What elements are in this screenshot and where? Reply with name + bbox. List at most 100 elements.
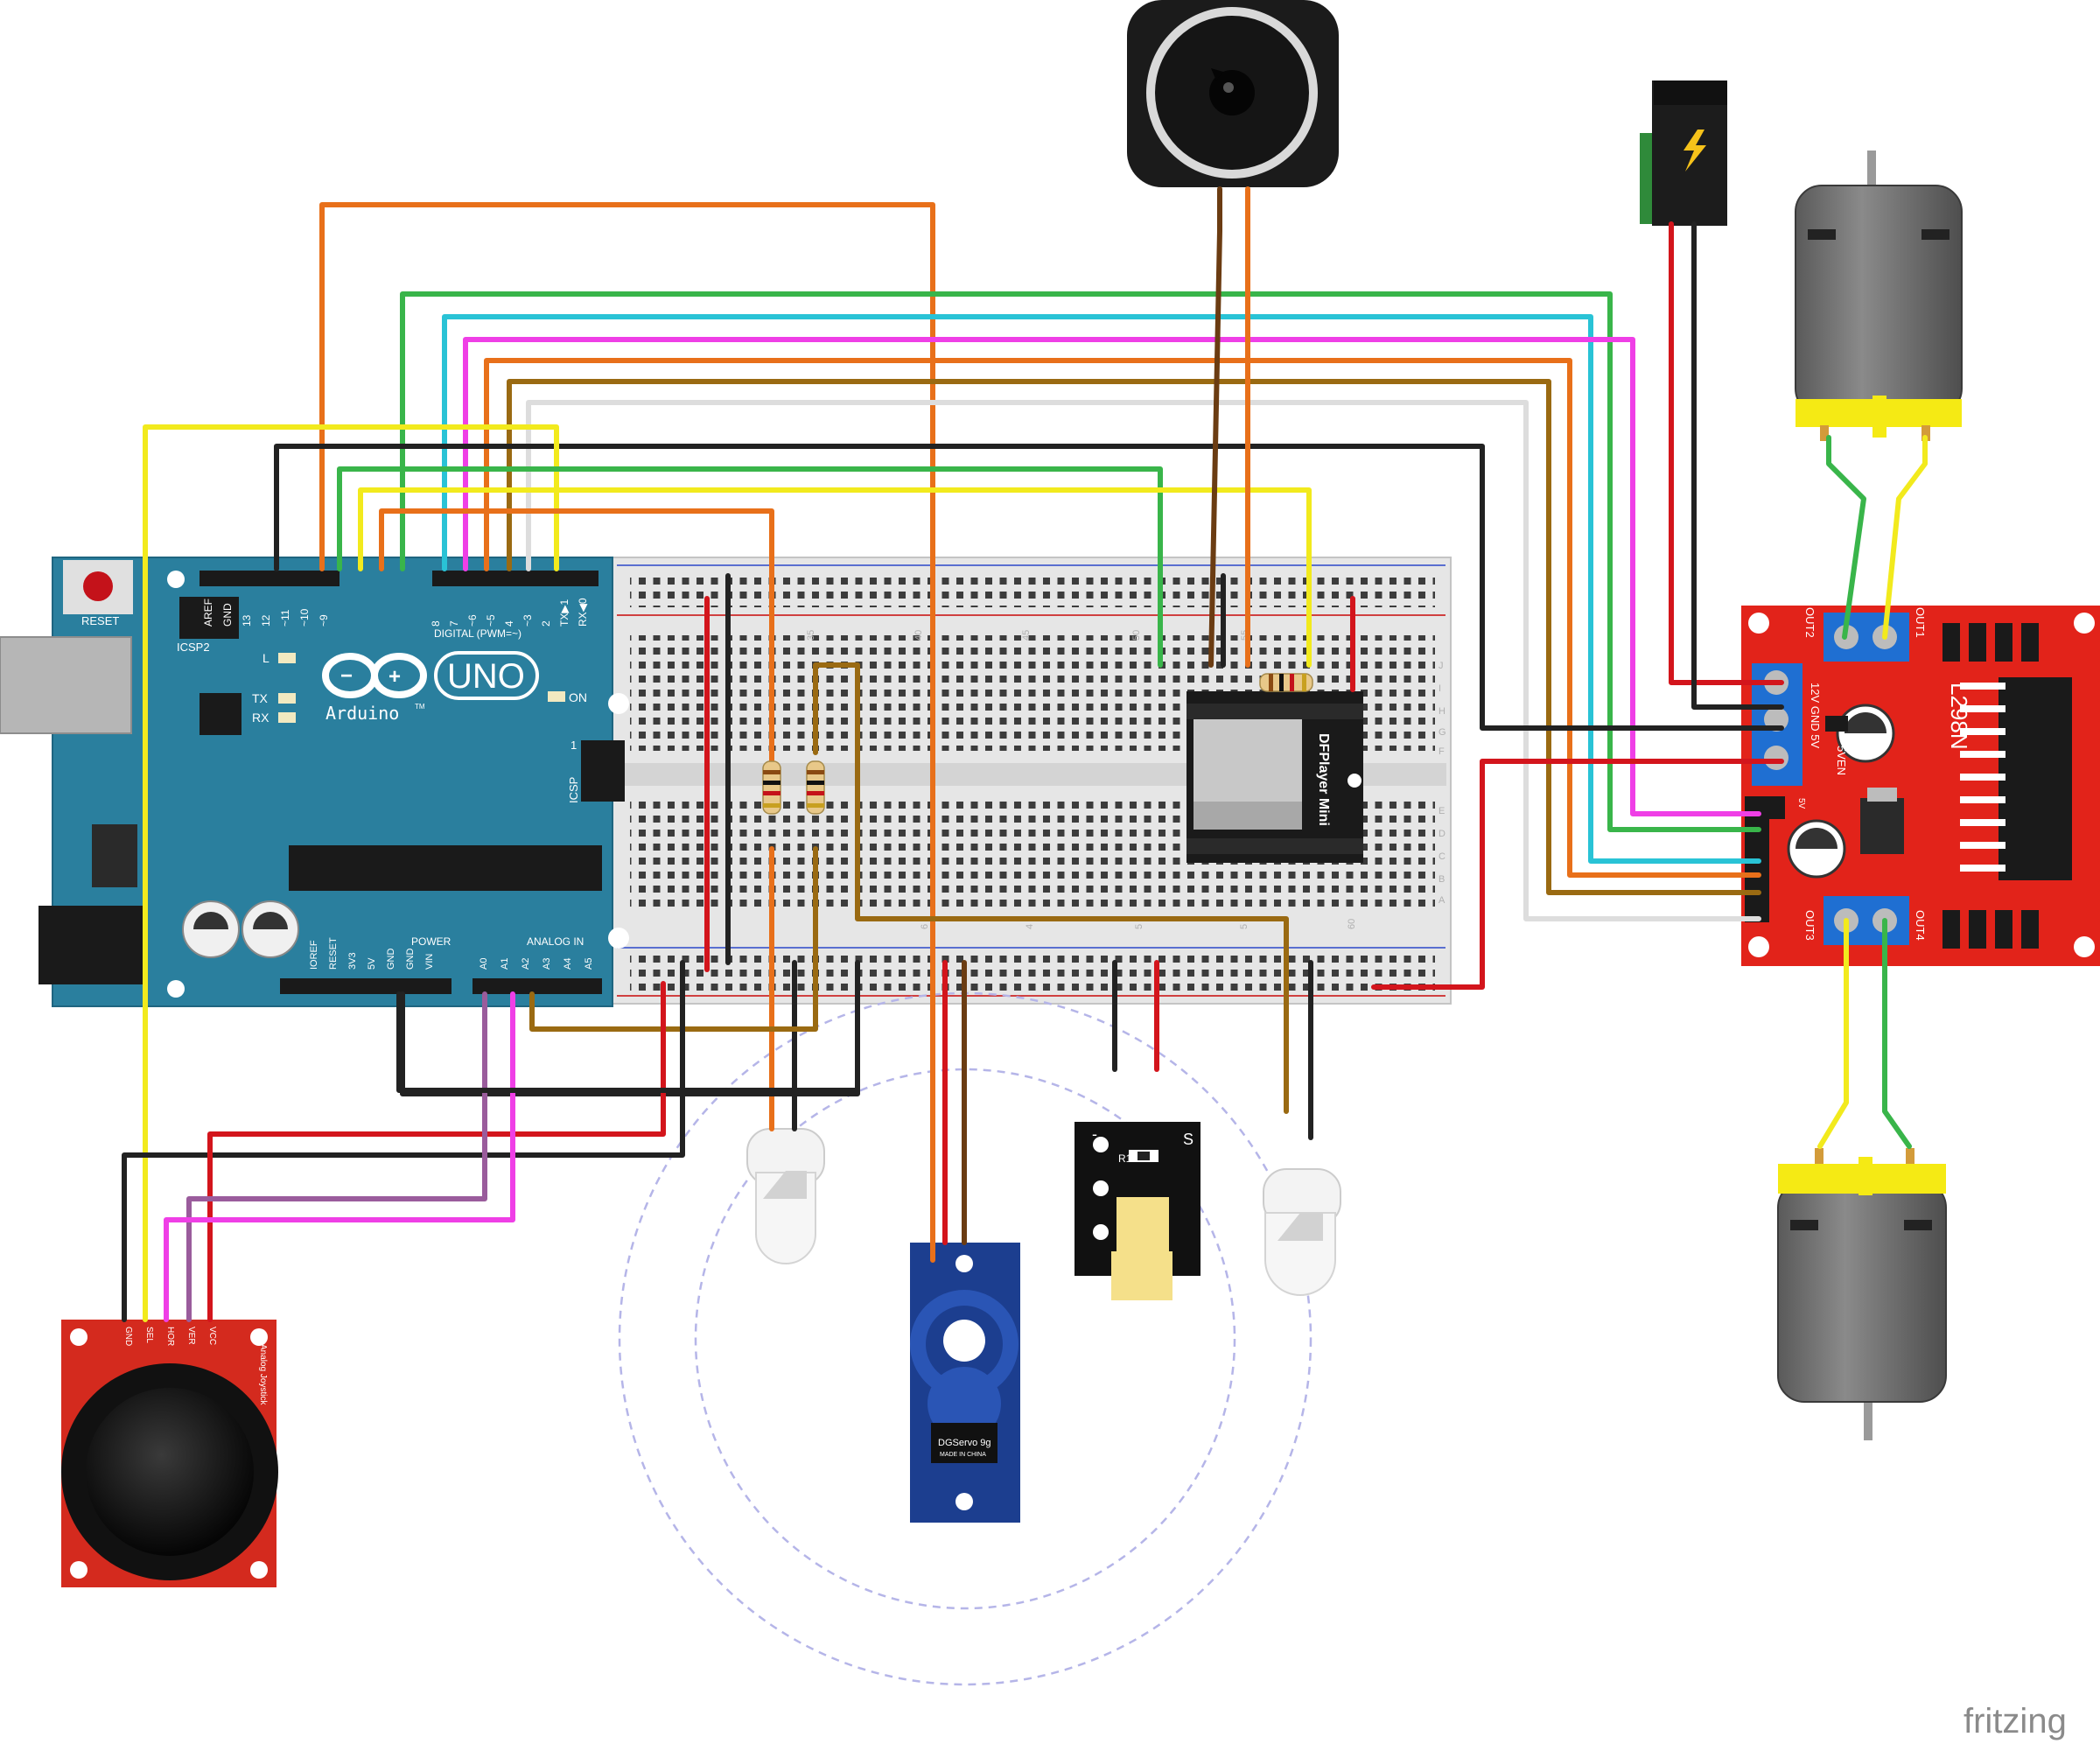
wire-motor-top-yellow [1882,435,1928,640]
resistor-1 [762,760,781,815]
icsp-header: 1 ICSP [567,739,625,803]
joystick-title: Analog Joystick [258,1344,268,1405]
bottom-number-2: 5 [1134,924,1144,929]
joystick-pin-label: SEL [144,1327,154,1343]
wire-joy-gnd [122,960,685,1322]
l298n-driver: L298N OUT1 OUT2 OUT3 OUT4 12V GND 5V 5VE… [1741,606,2100,966]
column-number-60: 60 [1347,919,1357,929]
wire-green-10 [337,466,1163,668]
fritzing-watermark: fritzing [1964,1702,2067,1740]
joystick-knob[interactable] [86,1388,254,1556]
analog-header [472,978,602,994]
wire-green-11 [400,291,1761,832]
ir-sensor-module: - S R1 [1074,1122,1200,1300]
digital-pin-label: RX◀0 [577,598,589,627]
digital-pin-label: 12 [260,614,272,627]
svg-text:+: + [388,665,401,689]
l298n-enable: 5VEN [1835,746,1848,775]
power-pin-label: VIN [424,954,435,970]
wire-motor-bottom-green [1882,918,1912,1149]
column-number-40: 40 [914,630,924,641]
resistor-2 [806,760,825,815]
white-led-2 [1263,1168,1341,1296]
power-pin-label: GND [405,949,416,970]
bottom-number-3: 5 [1239,924,1250,929]
l298n-power-pins: 12V GND 5V [1809,683,1822,748]
l298n-5v-pin: 5V [1796,798,1806,809]
dfplayer-label: DFPlayer Mini [1316,733,1331,826]
column-number-45: 45 [1021,630,1032,641]
small-chip [200,693,242,735]
resistor-3 [1259,673,1313,692]
joystick-pin-label: GND [123,1327,133,1346]
joystick-pin-label: VCC [207,1327,217,1345]
lightning-icon [1684,130,1706,172]
wire-black-gnd [274,444,1784,731]
row-label-c: C [1438,851,1446,862]
l298n-out1: OUT1 [1914,607,1927,638]
wire-yellow-2 [143,424,559,1322]
power-header [280,978,452,994]
joystick-pin-label: HOR [165,1327,175,1346]
bottom-number-4: 6 [920,924,930,929]
wire-speaker-brown [1208,186,1222,668]
wire-orange-8 [379,508,774,755]
usb-connector [0,636,132,734]
l298n-out3: OUT3 [1803,910,1816,941]
motor-top [1795,151,1963,441]
dc-jack [1640,81,1727,226]
power-jack [38,906,144,984]
row-label-f: F [1438,746,1445,757]
analog-pin-label: A4 [563,958,573,970]
row-label-j: J [1438,661,1444,671]
arduino-model: UNO [447,657,525,696]
row-label-a: A [1438,895,1446,906]
wires [122,186,1928,1322]
wire-yellow-9 [358,487,1312,668]
wire-joy-vcc [207,981,666,1322]
arduino-trademark: TM [415,703,425,711]
led-l-label: L [262,651,270,665]
led-rx-label: RX [252,711,270,725]
row-label-i: I [1438,683,1441,694]
joystick-pin-label: VER [186,1327,196,1345]
digital-pin-label: ~11 [279,609,291,627]
servo-motor: DGServo 9g MADE IN CHINA [910,1243,1020,1523]
led-on-label: ON [569,690,587,704]
digital-header [200,571,598,586]
analog-pin-label: A2 [521,958,531,970]
digital-pin-label: 13 [241,614,253,627]
wire-motor-top-green [1826,435,1866,640]
wire-dcjack-black [1691,221,1784,710]
speaker [1127,0,1339,187]
power-header-label: POWER [411,935,452,948]
servo-label: DGServo 9g [938,1438,991,1448]
digital-pin-label: ~9 [318,614,330,627]
digital-header-label: DIGITAL (PWM=~) [434,627,522,640]
row-label-g: G [1438,727,1446,738]
digital-pin-label: ~6 [466,614,479,627]
power-pin-label: 5V [367,957,377,970]
ir-s-label: S [1183,1131,1194,1148]
svg-text:−: − [340,664,353,688]
wire-joy-hor [164,991,515,1322]
arduino-logo [322,653,427,698]
power-pin-label: IOREF [309,940,319,970]
wire-magenta-6 [463,337,1761,816]
digital-pin-label: ~5 [485,614,497,627]
analog-pin-label: A3 [542,958,552,970]
icsp-label: ICSP [567,777,580,803]
wire-red-5v [1371,759,1784,990]
wire-motor-bottom-yellow [1817,918,1849,1149]
ir-r1-label: R1 [1118,1152,1132,1165]
icsp-pin1: 1 [570,739,577,752]
icsp2-header: ICSP2 [177,597,239,654]
analog-pin-label: A1 [500,958,510,970]
icsp2-label: ICSP2 [177,641,210,654]
l298n-out4: OUT4 [1914,910,1927,941]
digital-pin-label: 7 [448,620,460,627]
analog-header-label: ANALOG IN [527,935,584,948]
analog-pin-label: A0 [479,958,489,970]
